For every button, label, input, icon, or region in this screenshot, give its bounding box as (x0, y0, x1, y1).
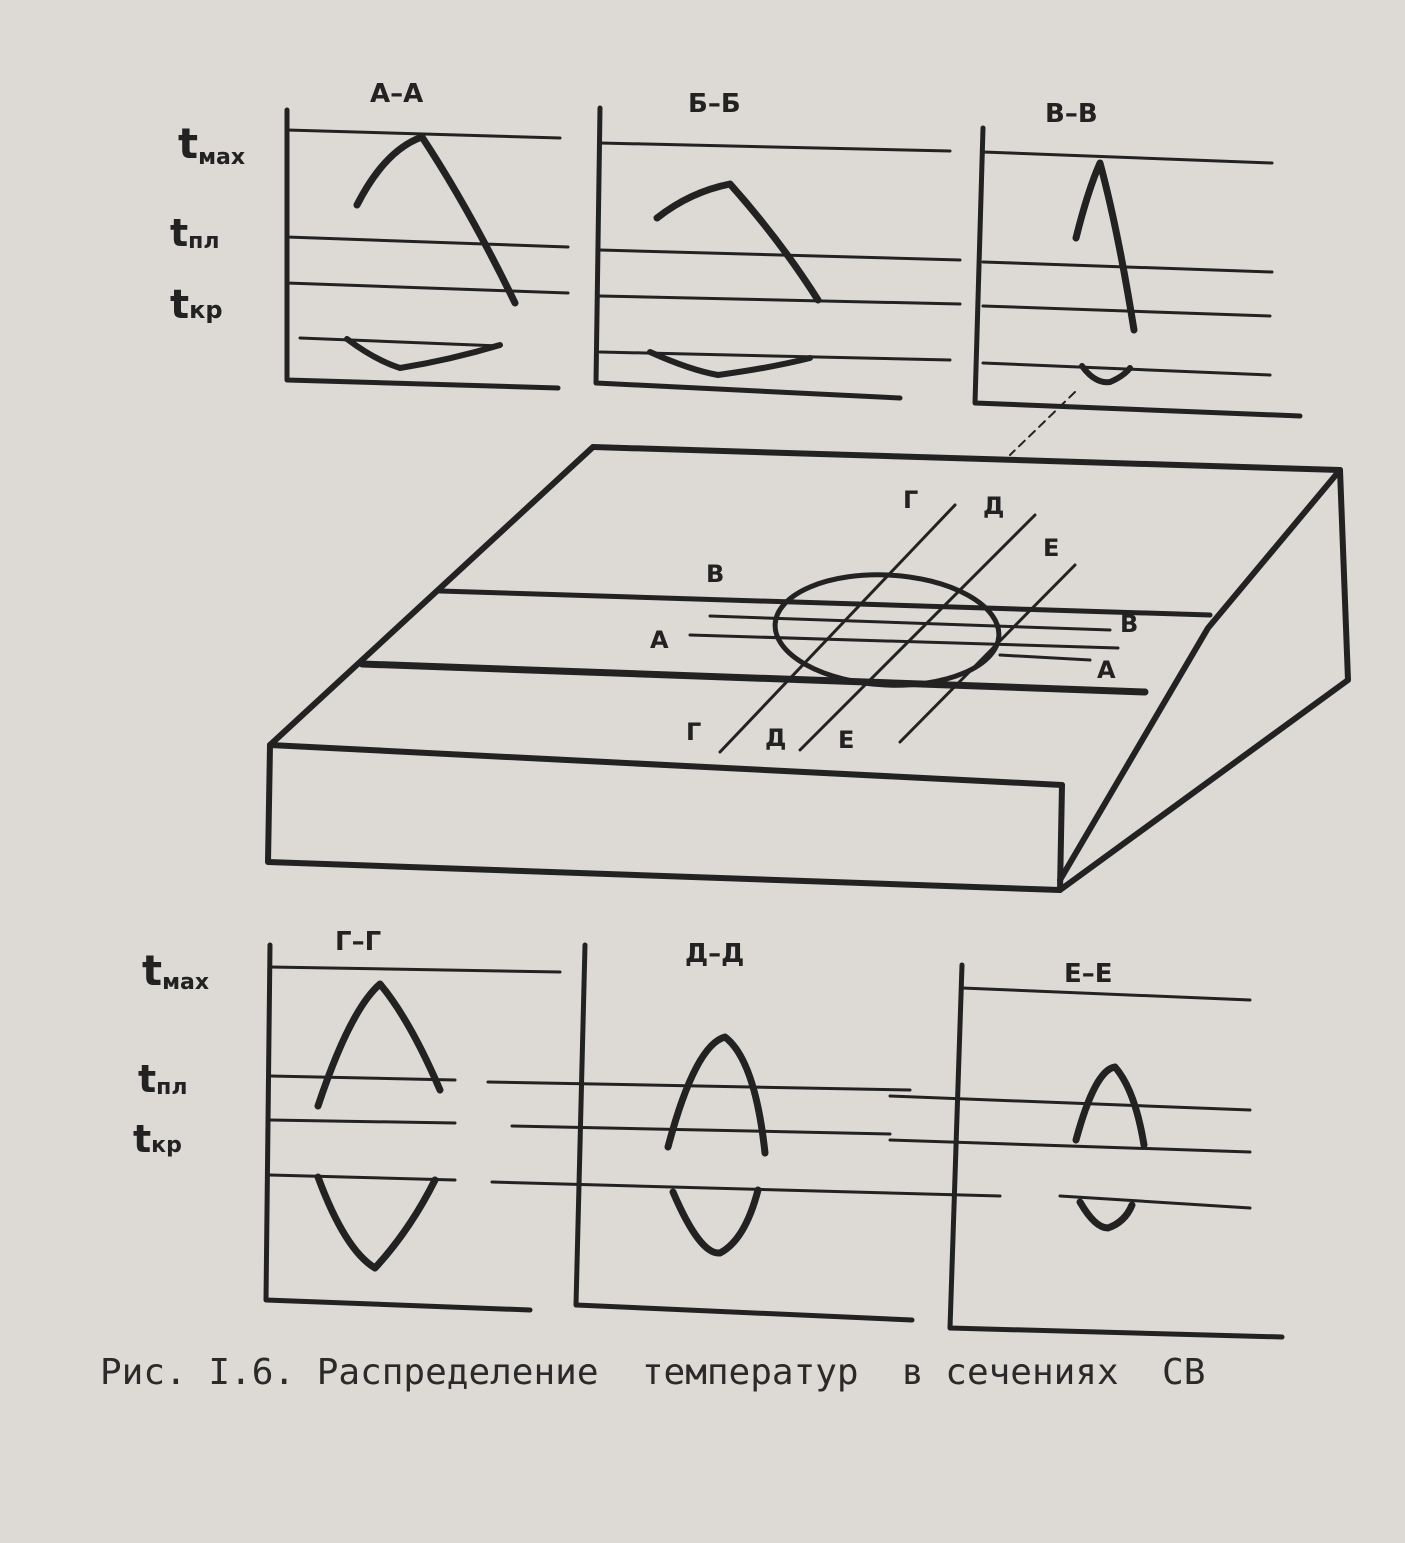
section-line-a-lower (998, 653, 1092, 662)
level-line-tkr (510, 1124, 892, 1136)
temperature-curve (1072, 1063, 1148, 1149)
base-line (1058, 1194, 1252, 1210)
level-line-tmax (981, 150, 1274, 165)
level-line-tkr (888, 1138, 1252, 1154)
section-line-d (798, 513, 1037, 752)
graph-section-v-v: В–В (972, 99, 1303, 419)
label-cut-g-top: Г (903, 486, 918, 514)
section-line-a-upper (688, 633, 1120, 650)
level-line-tpl (285, 235, 570, 249)
graph-axes (593, 105, 903, 401)
section-title: Е–Е (1064, 959, 1113, 989)
temperature-curve (664, 1033, 769, 1157)
seam-line-upper (437, 588, 1213, 618)
plate-right-face (1057, 467, 1351, 893)
graph-section-g-g: Г–Г (263, 927, 562, 1313)
cooling-curve (314, 1173, 439, 1272)
label-tpl: tпл (138, 1057, 188, 1101)
cooling-curve (344, 336, 503, 371)
level-line-tmax (598, 141, 952, 153)
level-labels-top: tмах tпл tкр (170, 119, 245, 328)
level-line-tkr (598, 294, 962, 306)
section-title: Г–Г (335, 927, 381, 957)
base-line (490, 1180, 1002, 1198)
graph-axes (972, 125, 1303, 419)
graph-section-e-e: Е–Е (888, 959, 1285, 1340)
section-line-e (898, 563, 1077, 744)
level-line-tpl (598, 248, 962, 262)
graph-axes (573, 942, 915, 1323)
label-tkr: tкр (133, 1117, 182, 1161)
label-cut-e-top: Е (1043, 534, 1059, 562)
plate-left-edge (267, 444, 596, 748)
level-line-tpl (888, 1094, 1252, 1112)
level-line-tpl (268, 1074, 457, 1082)
base-line (298, 336, 502, 348)
label-tmax: tмах (178, 119, 245, 170)
label-cut-g-bottom: Г (686, 718, 701, 746)
label-line-b: В (706, 560, 724, 588)
level-line-tmax (268, 965, 562, 974)
plate-back-edge (590, 444, 1343, 473)
workpiece-plate: В А В А Г Д Е Г Д Е (265, 391, 1351, 893)
cooling-curve (1076, 1198, 1136, 1232)
level-line-tmax (960, 986, 1252, 1002)
temperature-curve (653, 180, 822, 304)
label-tmax: tмах (142, 946, 209, 995)
section-title: А–А (370, 79, 423, 109)
level-labels-bottom: tмах tпл tкр (133, 946, 209, 1161)
label-line-a-end: А (1097, 656, 1116, 684)
temperature-curve (314, 980, 444, 1110)
label-line-a: А (650, 626, 669, 654)
temperature-curve (1072, 159, 1138, 334)
projection-line (1009, 391, 1076, 456)
graph-section-d-d: Д–Д (486, 939, 1002, 1323)
temperature-curve (353, 133, 519, 307)
level-line-tpl (981, 260, 1274, 274)
label-tpl: tпл (170, 211, 220, 255)
graph-axes (947, 962, 1285, 1340)
level-line-tpl (486, 1080, 912, 1092)
label-tkr: tкр (170, 282, 223, 328)
plate-front-face (265, 742, 1065, 893)
level-line-tkr (285, 281, 570, 295)
level-line-tkr (268, 1118, 457, 1125)
section-line-g (718, 503, 957, 754)
graph-section-a-a: А–А (284, 79, 570, 391)
figure-caption: Рис. I.6. Распределение температур в сеч… (100, 1352, 1206, 1393)
cooling-curve (647, 349, 813, 378)
plate-front-top-edge (267, 742, 1065, 788)
label-cut-d-bottom: Д (765, 724, 786, 752)
section-title: В–В (1045, 99, 1098, 129)
graph-axes (263, 942, 533, 1313)
level-line-tkr (981, 304, 1272, 318)
base-line (268, 1173, 457, 1182)
section-title: Б–Б (688, 89, 741, 119)
cooling-curve (669, 1186, 762, 1257)
section-line-b (708, 614, 1112, 632)
cooling-curve (1079, 363, 1133, 386)
plate-right-edge (1057, 467, 1343, 883)
graph-axes (284, 107, 561, 391)
seam-line-lower (358, 660, 1149, 696)
section-title: Д–Д (685, 939, 744, 969)
label-cut-e-bottom: Е (838, 726, 854, 754)
label-line-b-end: В (1120, 610, 1138, 638)
graph-section-b-b: Б–Б (593, 89, 962, 401)
label-cut-d-top: Д (983, 492, 1004, 520)
